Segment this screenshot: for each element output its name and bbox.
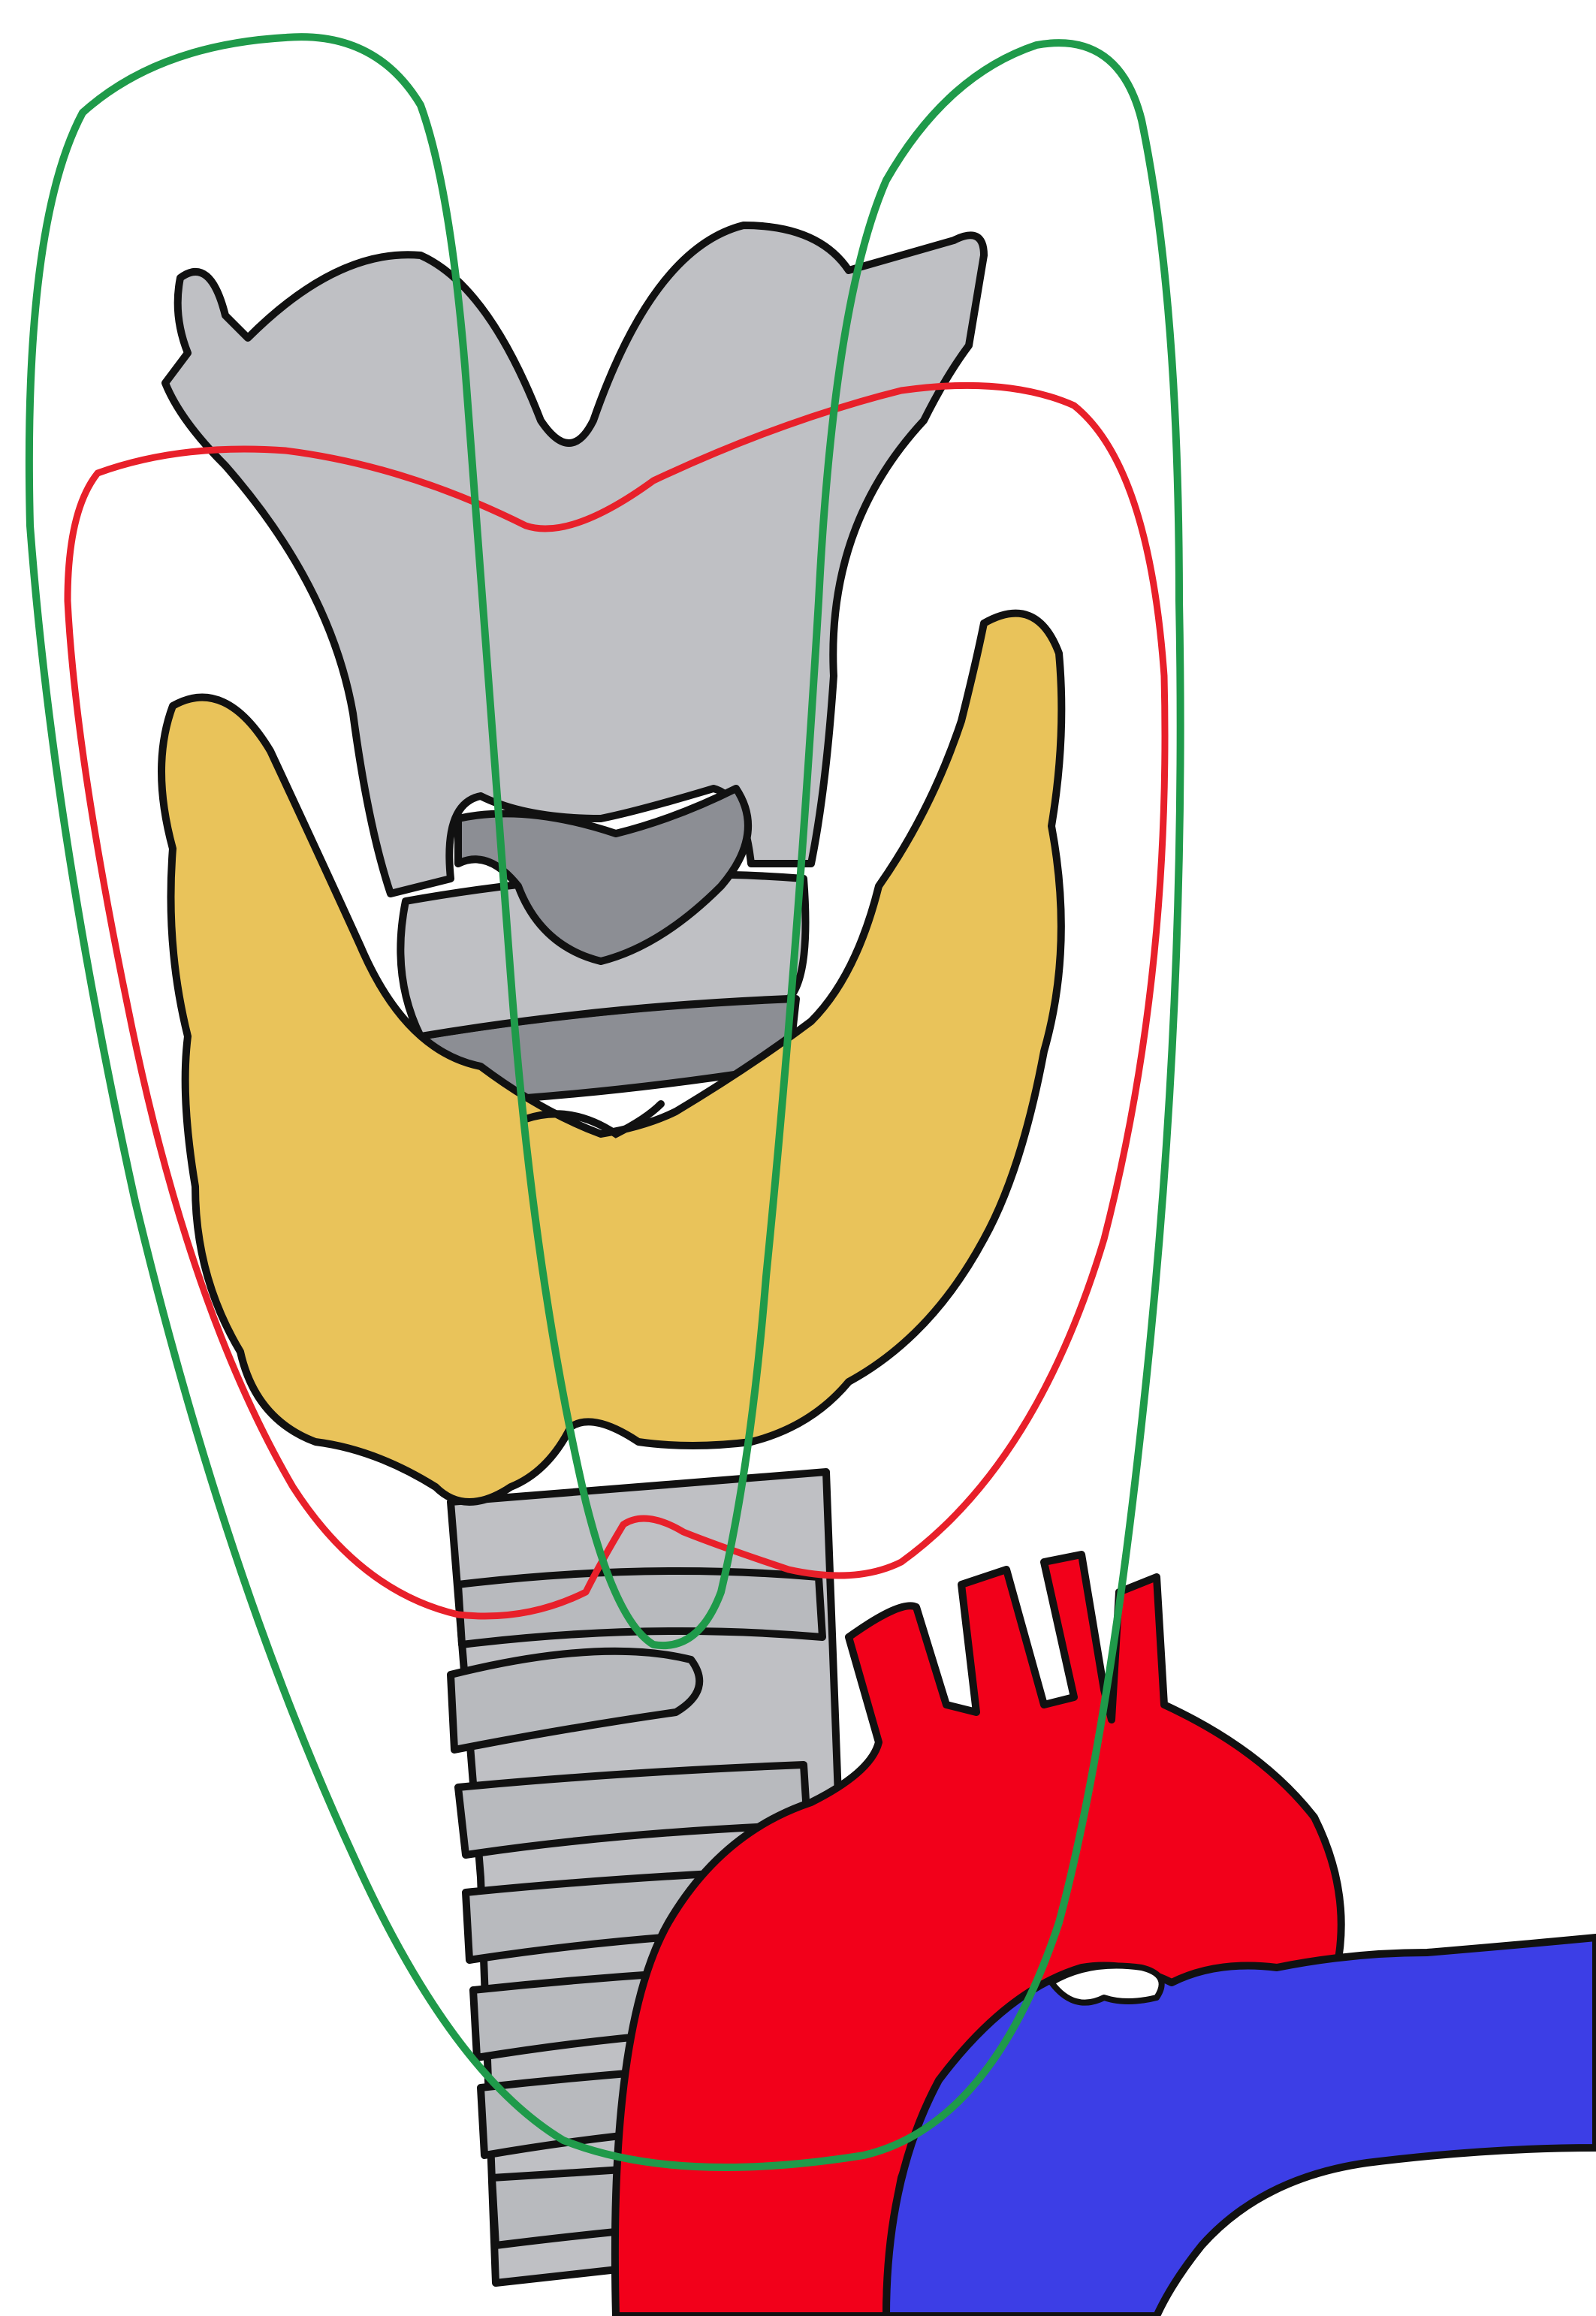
vein-highlight (1051, 1966, 1162, 2003)
